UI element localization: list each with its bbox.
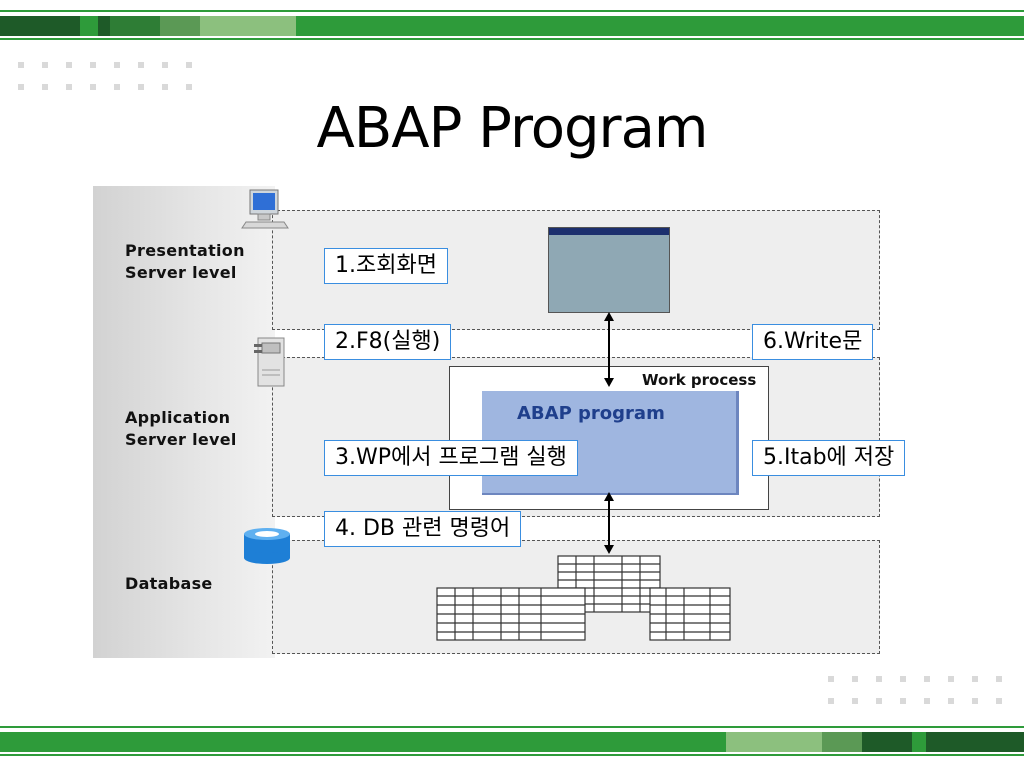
step-6-callout: 6.Write문 (752, 324, 874, 360)
presentation-level-label: Presentation Server level (125, 241, 245, 282)
step-3-callout: 3.WP에서 프로그램 실행 (324, 440, 578, 476)
step-1-callout: 1.조회화면 (324, 248, 448, 284)
work-process-label: Work process (642, 371, 757, 389)
screen-title-bar (549, 228, 669, 235)
database-level-label: Database (125, 574, 213, 593)
monitor-icon (241, 189, 289, 229)
bottom-decorative-bar (0, 726, 1024, 756)
step-4-callout: 4. DB 관련 명령어 (324, 511, 522, 547)
database-icon (244, 528, 290, 564)
page-title: ABAP Program (316, 96, 709, 161)
level-panel (93, 186, 275, 658)
application-level-label: Application Server level (125, 408, 237, 449)
abap-program-label: ABAP program (517, 403, 665, 424)
arrow-screen-to-program (604, 312, 614, 387)
step-5-callout: 5.Itab에 저장 (752, 440, 906, 476)
table-grid-icon (436, 555, 731, 641)
dot-ornament-top-left (18, 62, 210, 90)
arrow-program-to-database (604, 492, 614, 554)
presentation-screen-window (548, 227, 670, 313)
step-2-callout: 2.F8(실행) (324, 324, 452, 360)
server-icon (254, 337, 285, 387)
dot-ornament-bottom-right (828, 676, 1020, 704)
top-decorative-bar (0, 10, 1024, 40)
